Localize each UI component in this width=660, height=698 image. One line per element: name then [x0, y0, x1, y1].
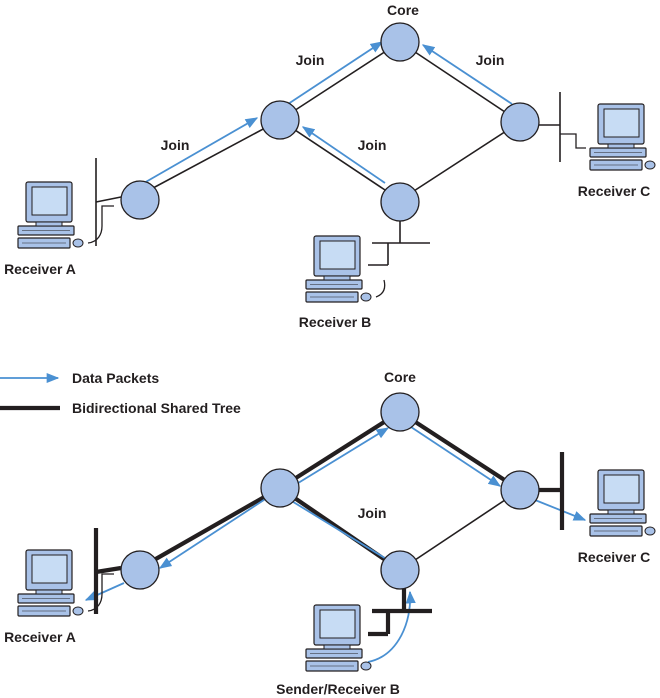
data-arrow-b-r1 — [289, 499, 389, 561]
desktop-computer-icon — [589, 469, 656, 537]
join-arrow-r1 — [281, 41, 384, 109]
receiver-c-label: Receiver C — [578, 549, 650, 565]
router-icon — [260, 100, 300, 140]
core-router-icon — [380, 392, 420, 432]
router-icon — [380, 182, 420, 222]
desktop-computer-icon — [305, 604, 372, 672]
receiver-b-label: Receiver B — [299, 314, 371, 330]
link-core-c — [399, 41, 521, 123]
lan-a-link — [95, 196, 122, 203]
router-icon — [500, 102, 540, 142]
desktop-computer-icon — [17, 549, 114, 617]
bottom-network: Core Join Receiver A Receiver C Sender/R… — [4, 369, 656, 697]
link-r1-core — [279, 41, 401, 121]
top-network: Core Join Join Join Join Receiver A Rece… — [4, 2, 656, 330]
data-arrow-core-c — [407, 424, 502, 487]
sender-receiver-b-label: Sender/Receiver B — [276, 681, 400, 697]
desktop-computer-icon — [305, 235, 386, 303]
link-r1-b — [279, 119, 401, 201]
join-arrow-b — [301, 126, 386, 184]
data-arrow-to-a — [84, 582, 125, 601]
legend: Data Packets Bidirectional Shared Tree — [0, 370, 241, 416]
join-label: Join — [296, 52, 325, 68]
legend-data-packets: Data Packets — [72, 370, 159, 386]
router-icon — [500, 470, 540, 510]
legend-shared-tree: Bidirectional Shared Tree — [72, 400, 241, 416]
tree-r1-core — [278, 410, 402, 490]
join-label: Join — [161, 137, 190, 153]
data-arrow-sender — [367, 590, 416, 663]
receiver-c-label: Receiver C — [578, 183, 650, 199]
join-label: Join — [358, 505, 387, 521]
data-arrow-r1-core — [289, 427, 390, 489]
router-icon — [120, 180, 160, 220]
join-label: Join — [358, 137, 387, 153]
link-b-c — [399, 489, 521, 571]
data-arrow-r1-a — [158, 495, 271, 569]
lan-a-link — [95, 565, 122, 575]
core-label: Core — [384, 369, 416, 385]
desktop-computer-icon — [17, 181, 114, 249]
router-icon — [380, 550, 420, 590]
join-label: Join — [476, 52, 505, 68]
tree-a-r1 — [138, 486, 282, 570]
desktop-computer-icon — [560, 103, 656, 171]
receiver-a-label: Receiver A — [4, 261, 76, 277]
tree-core-c — [398, 410, 522, 492]
link-b-c — [399, 121, 521, 201]
link-a-r1 — [139, 119, 281, 196]
join-arrow-c — [421, 44, 513, 105]
router-icon — [260, 468, 300, 508]
core-router-icon — [380, 22, 420, 62]
core-label: Core — [387, 2, 419, 18]
tree-r1-b — [278, 486, 402, 572]
receiver-a-label: Receiver A — [4, 629, 76, 645]
join-arrow-a — [136, 117, 259, 188]
router-icon — [120, 550, 160, 590]
